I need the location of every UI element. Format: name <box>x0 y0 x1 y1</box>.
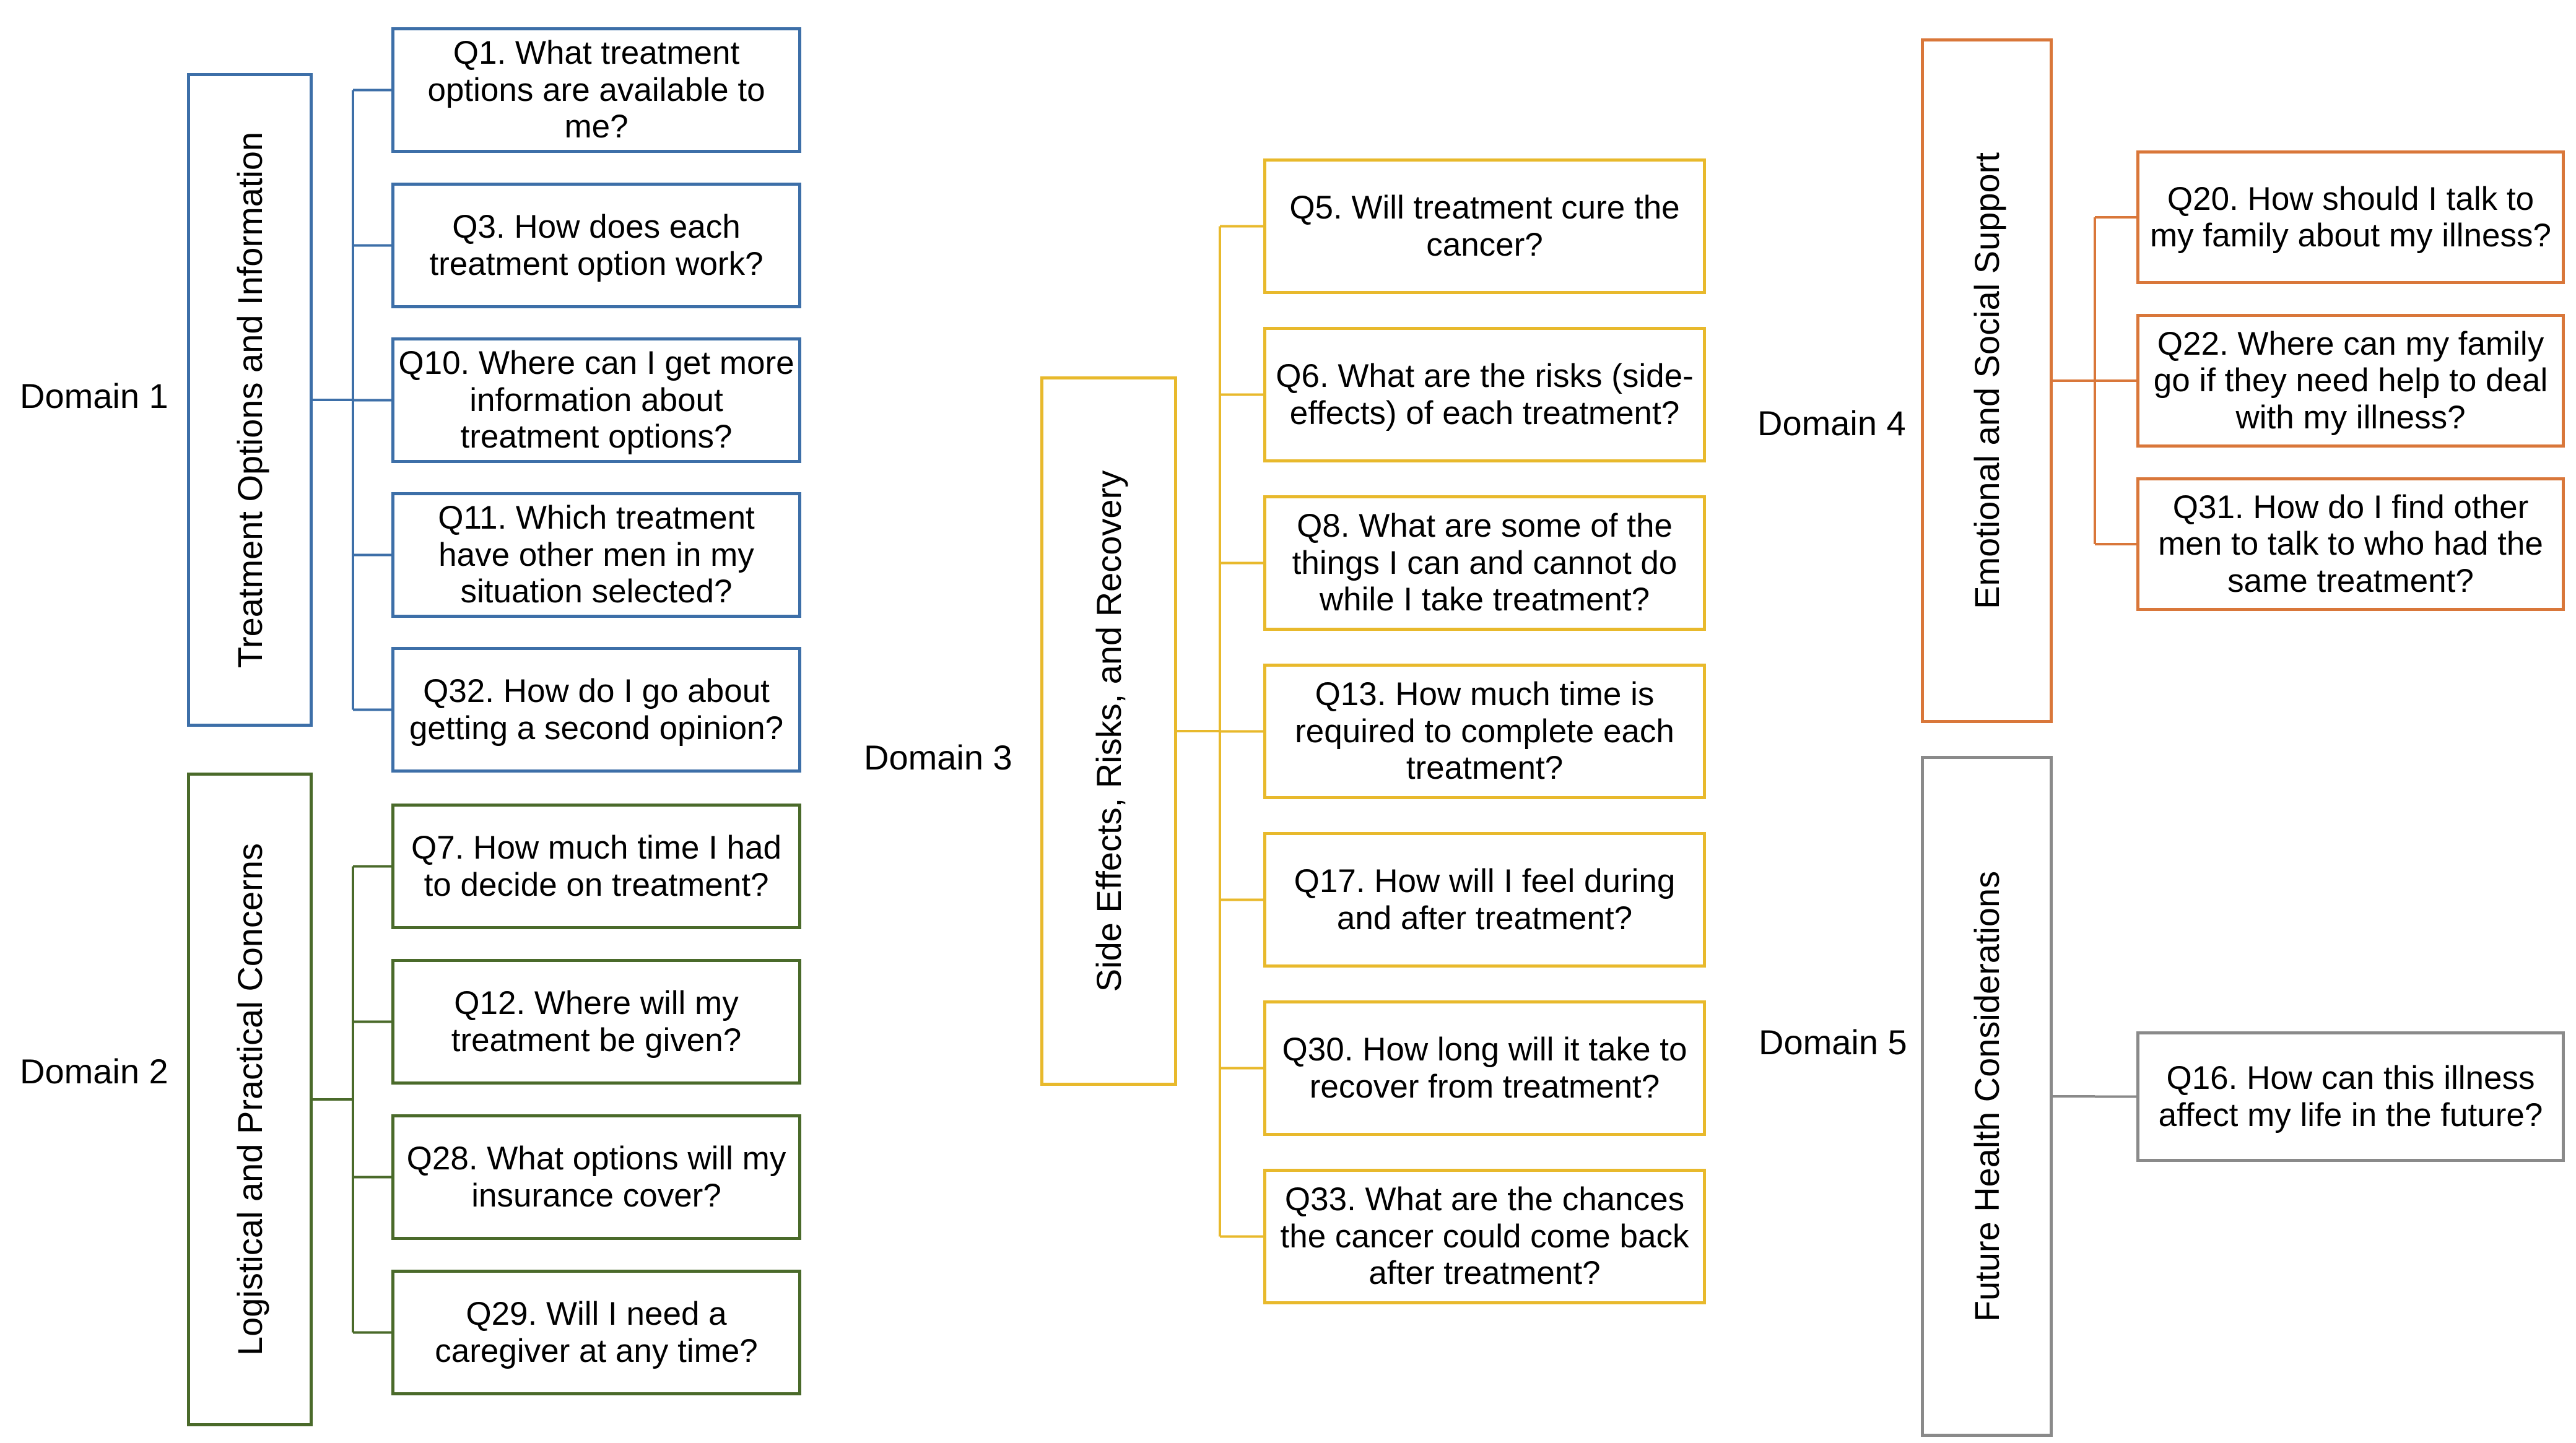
category-emotional-text: Emotional and Social Support <box>1967 152 2006 609</box>
question-q3: Q3. How does each treatment option work? <box>391 183 801 308</box>
question-q33: Q33. What are the chances the cancer cou… <box>1263 1169 1706 1304</box>
question-q6: Q6. What are the risks (side-effects) of… <box>1263 327 1706 462</box>
category-logistical-text: Logistical and Practical Concerns <box>230 843 269 1356</box>
question-q16: Q16. How can this illness affect my life… <box>2136 1031 2565 1162</box>
question-q32: Q32. How do I go about getting a second … <box>391 647 801 773</box>
question-q28: Q28. What options will my insurance cove… <box>391 1114 801 1240</box>
domain-3-label: Domain 3 <box>864 738 1012 777</box>
domain-2-label: Domain 2 <box>20 1052 168 1091</box>
question-q17: Q17. How will I feel during and after tr… <box>1263 832 1706 968</box>
question-q30: Q30. How long will it take to recover fr… <box>1263 1000 1706 1136</box>
question-q11: Q11. Which treatment have other men in m… <box>391 492 801 618</box>
question-q29: Q29. Will I need a caregiver at any time… <box>391 1270 801 1395</box>
question-q10: Q10. Where can I get more information ab… <box>391 337 801 463</box>
question-q1: Q1. What treatment options are available… <box>391 27 801 153</box>
domain-4-label: Domain 4 <box>1757 404 1906 443</box>
question-q20: Q20. How should I talk to my family abou… <box>2136 150 2565 284</box>
question-q13: Q13. How much time is required to comple… <box>1263 664 1706 799</box>
question-q22: Q22. Where can my family go if they need… <box>2136 314 2565 448</box>
category-emotional: Emotional and Social Support <box>1921 38 2053 723</box>
category-future-health-text: Future Health Considerations <box>1967 870 2006 1322</box>
domain-5-label: Domain 5 <box>1759 1023 1907 1062</box>
category-logistical: Logistical and Practical Concerns <box>187 773 313 1426</box>
question-q12: Q12. Where will my treatment be given? <box>391 959 801 1085</box>
category-side-effects: Side Effects, Risks, and Recovery <box>1040 376 1177 1086</box>
category-treatment-options: Treatment Options and Information <box>187 73 313 727</box>
question-q7: Q7. How much time I had to decide on tre… <box>391 804 801 929</box>
category-side-effects-text: Side Effects, Risks, and Recovery <box>1089 470 1128 992</box>
domain-1-label: Domain 1 <box>20 376 168 415</box>
question-q31: Q31. How do I find other men to talk to … <box>2136 477 2565 611</box>
category-treatment-options-text: Treatment Options and Information <box>230 131 269 669</box>
question-q8: Q8. What are some of the things I can an… <box>1263 495 1706 631</box>
category-future-health: Future Health Considerations <box>1921 756 2053 1437</box>
question-q5: Q5. Will treatment cure the cancer? <box>1263 158 1706 294</box>
